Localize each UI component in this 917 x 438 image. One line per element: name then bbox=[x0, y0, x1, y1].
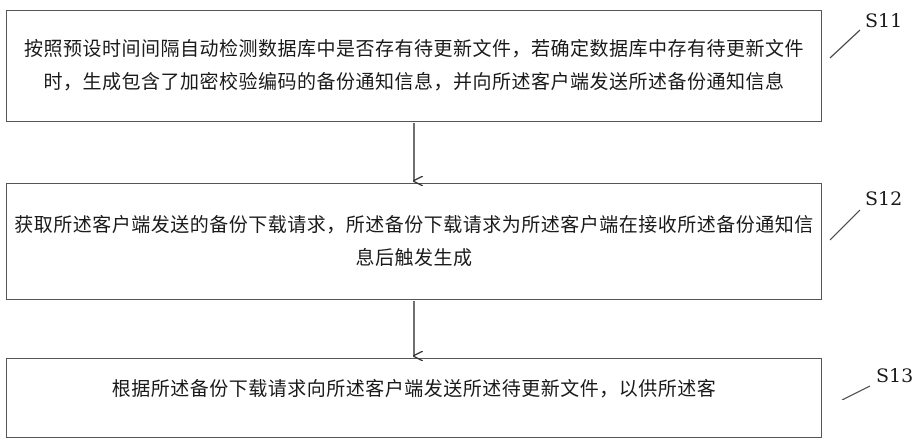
step-box-s13: 根据所述备份下载请求向所述客户端发送所述待更新文件，以供所述客 bbox=[6, 358, 822, 438]
step-box-s11: 按照预设时间间隔自动检测数据库中是否存有待更新文件，若确定数据库中存有待更新文件… bbox=[6, 10, 822, 122]
leader-line-s11 bbox=[829, 29, 861, 59]
step-label-s13: S13 bbox=[876, 365, 914, 387]
step-text-s11: 按照预设时间间隔自动检测数据库中是否存有待更新文件，若确定数据库中存有待更新文件… bbox=[23, 38, 804, 93]
step-text-s13: 根据所述备份下载请求向所述客户端发送所述待更新文件，以供所述客 bbox=[111, 378, 717, 400]
step-text-s12: 获取所述客户端发送的备份下载请求，所述备份下载请求为所述客户端在接收所述备份通知… bbox=[14, 213, 814, 269]
leader-line-s13 bbox=[841, 385, 871, 400]
step-box-s12: 获取所述客户端发送的备份下载请求，所述备份下载请求为所述客户端在接收所述备份通知… bbox=[6, 183, 822, 300]
step-label-s12: S12 bbox=[865, 188, 903, 210]
step-label-s11: S11 bbox=[865, 10, 903, 32]
leader-line-s12 bbox=[829, 209, 861, 241]
